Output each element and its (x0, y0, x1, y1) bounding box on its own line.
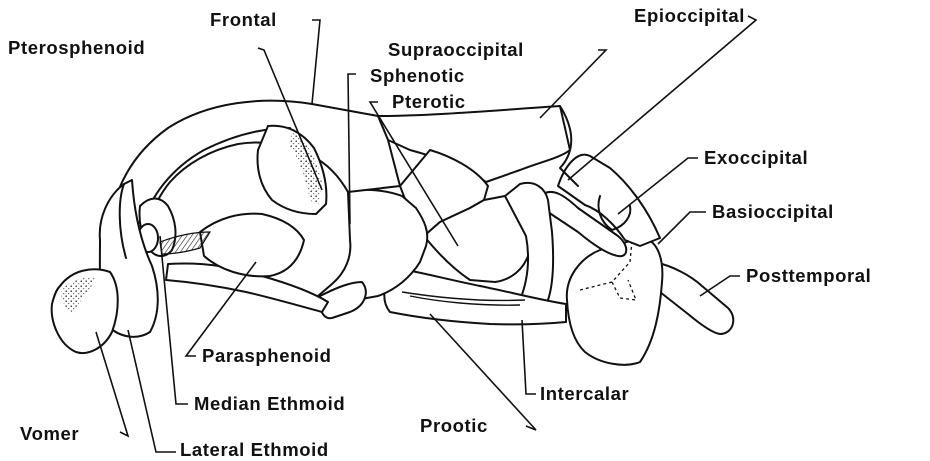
label-pterosphenoid: Pterosphenoid (8, 37, 145, 58)
label-intercalar: Intercalar (540, 383, 629, 404)
label-vomer: Vomer (20, 423, 79, 444)
label-epioccipital: Epioccipital (634, 5, 745, 26)
leader-supraoccipital (540, 50, 606, 118)
leader-intercalar (522, 320, 536, 394)
label-exoccipital: Exoccipital (704, 147, 808, 168)
label-sphenotic: Sphenotic (370, 65, 465, 86)
label-basioccipital: Basioccipital (712, 201, 834, 222)
leader-frontal (312, 20, 320, 104)
label-prootic: Prootic (420, 415, 488, 436)
leader-median-ethmoid (160, 236, 188, 404)
label-frontal: Frontal (210, 9, 277, 30)
exoccipital-bone (567, 238, 663, 365)
leader-lateral-ethmoid (128, 330, 176, 452)
label-posttemporal: Posttemporal (746, 265, 871, 286)
leader-basioccipital (658, 212, 706, 244)
leader-vomer (96, 332, 128, 436)
posttemporal-bone (655, 262, 733, 334)
label-supraoccipital: Supraoccipital (388, 39, 524, 60)
label-parasphenoid: Parasphenoid (202, 345, 332, 366)
label-pterotic: Pterotic (392, 91, 466, 112)
label-lateral-ethmoid: Lateral Ethmoid (180, 439, 329, 460)
leader-prootic (430, 314, 536, 430)
label-median-ethmoid: Median Ethmoid (194, 393, 345, 414)
